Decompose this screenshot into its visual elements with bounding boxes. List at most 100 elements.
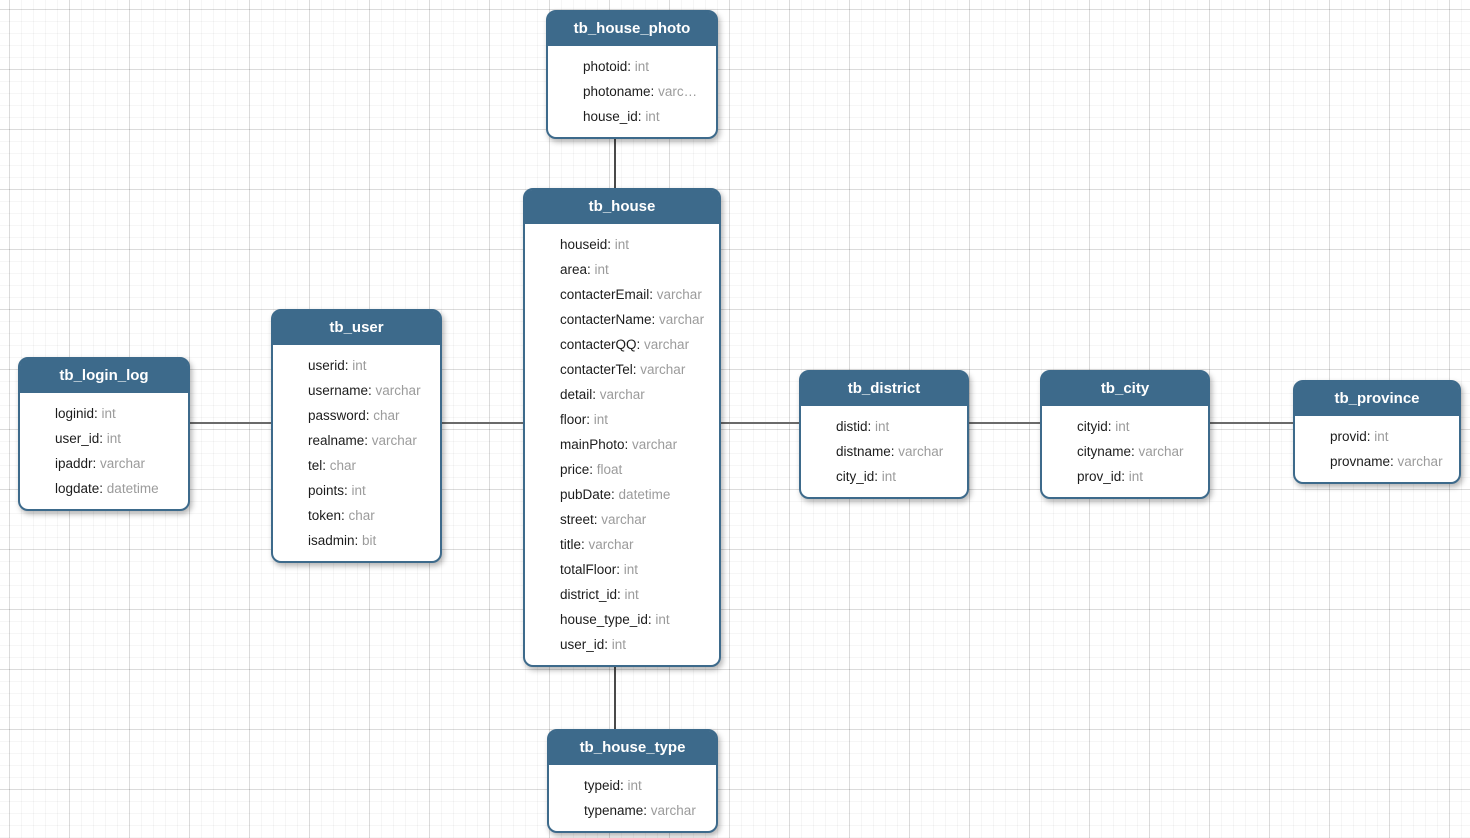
connector-user-to-house: [442, 422, 523, 424]
field-type: varchar: [601, 512, 647, 527]
field-row[interactable]: floor: int: [560, 407, 709, 432]
field-row[interactable]: contacterQQ: varchar: [560, 332, 709, 357]
field-row[interactable]: district_id: int: [560, 582, 709, 607]
field-type: varchar: [650, 803, 696, 818]
field-row[interactable]: password: char: [308, 403, 430, 428]
field-type: varchar: [632, 437, 678, 452]
field-row[interactable]: price: float: [560, 457, 709, 482]
table-title[interactable]: tb_house: [525, 190, 719, 224]
field-row[interactable]: contacterTel: varchar: [560, 357, 709, 382]
table-title[interactable]: tb_login_log: [20, 359, 188, 393]
field-row[interactable]: provid: int: [1330, 424, 1449, 449]
field-type: char: [329, 458, 357, 473]
field-row[interactable]: typename: varchar: [584, 798, 706, 823]
field-row[interactable]: houseid: int: [560, 232, 709, 257]
field-name: floor:: [560, 412, 594, 427]
field-row[interactable]: house_type_id: int: [560, 607, 709, 632]
field-name: logdate:: [55, 481, 107, 496]
field-name: provid:: [1330, 429, 1375, 444]
field-type: datetime: [618, 487, 671, 502]
field-row[interactable]: user_id: int: [55, 426, 178, 451]
field-type: int: [645, 109, 660, 124]
table-title[interactable]: tb_province: [1295, 382, 1459, 416]
field-row[interactable]: isadmin: bit: [308, 528, 430, 553]
field-row[interactable]: photoid: int: [583, 54, 706, 79]
field-name: tel:: [308, 458, 330, 473]
field-row[interactable]: cityid: int: [1077, 414, 1198, 439]
field-type: char: [348, 508, 375, 523]
table-title[interactable]: tb_house_type: [549, 731, 716, 765]
field-row[interactable]: points: int: [308, 478, 430, 503]
field-row[interactable]: username: varchar: [308, 378, 430, 403]
field-type: int: [634, 59, 650, 74]
field-name: points:: [308, 483, 352, 498]
field-row[interactable]: photoname: varc…: [583, 79, 706, 104]
table-title[interactable]: tb_district: [801, 372, 967, 406]
field-row[interactable]: totalFloor: int: [560, 557, 709, 582]
connector-house-to-house-type: [614, 665, 616, 729]
field-row[interactable]: title: varchar: [560, 532, 709, 557]
field-row[interactable]: token: char: [308, 503, 430, 528]
field-name: totalFloor:: [560, 562, 624, 577]
field-row[interactable]: contacterName: varchar: [560, 307, 709, 332]
field-row[interactable]: typeid: int: [584, 773, 706, 798]
field-row[interactable]: cityname: varchar: [1077, 439, 1198, 464]
field-type: varchar: [375, 383, 421, 398]
field-name: password:: [308, 408, 374, 423]
field-row[interactable]: distname: varchar: [836, 439, 957, 464]
field-name: loginid:: [55, 406, 102, 421]
field-type: varchar: [644, 337, 690, 352]
field-row[interactable]: userid: int: [308, 353, 430, 378]
field-type: int: [614, 237, 630, 252]
field-name: price:: [560, 462, 597, 477]
field-name: house_type_id:: [560, 612, 656, 627]
field-row[interactable]: street: varchar: [560, 507, 709, 532]
field-row[interactable]: detail: varchar: [560, 382, 709, 407]
field-row[interactable]: user_id: int: [560, 632, 709, 657]
field-row[interactable]: ipaddr: varchar: [55, 451, 178, 476]
field-row[interactable]: contacterEmail: varchar: [560, 282, 709, 307]
field-row[interactable]: pubDate: datetime: [560, 482, 709, 507]
field-type: varchar: [100, 456, 146, 471]
field-row[interactable]: logdate: datetime: [55, 476, 178, 501]
field-name: userid:: [308, 358, 353, 373]
field-name: user_id:: [560, 637, 612, 652]
field-row[interactable]: provname: varchar: [1330, 449, 1449, 474]
field-name: cityid:: [1077, 419, 1116, 434]
field-row[interactable]: realname: varchar: [308, 428, 430, 453]
table-title[interactable]: tb_city: [1042, 372, 1208, 406]
connector-house-to-district: [721, 422, 799, 424]
field-type: float: [596, 462, 623, 477]
field-row[interactable]: house_id: int: [583, 104, 706, 129]
field-row[interactable]: tel: char: [308, 453, 430, 478]
field-row[interactable]: mainPhoto: varchar: [560, 432, 709, 457]
field-row[interactable]: area: int: [560, 257, 709, 282]
field-row[interactable]: city_id: int: [836, 464, 957, 489]
field-name: houseid:: [560, 237, 615, 252]
field-type: varchar: [659, 312, 705, 327]
field-name: district_id:: [560, 587, 625, 602]
table-title[interactable]: tb_house_photo: [548, 12, 716, 46]
field-row[interactable]: distid: int: [836, 414, 957, 439]
field-name: photoid:: [583, 59, 635, 74]
field-type: varchar: [656, 287, 702, 302]
field-row[interactable]: loginid: int: [55, 401, 178, 426]
field-type: int: [875, 419, 890, 434]
connector-city-to-province: [1210, 422, 1293, 424]
field-name: realname:: [308, 433, 372, 448]
field-row[interactable]: prov_id: int: [1077, 464, 1198, 489]
table-title[interactable]: tb_user: [273, 311, 440, 345]
field-type: int: [611, 637, 627, 652]
